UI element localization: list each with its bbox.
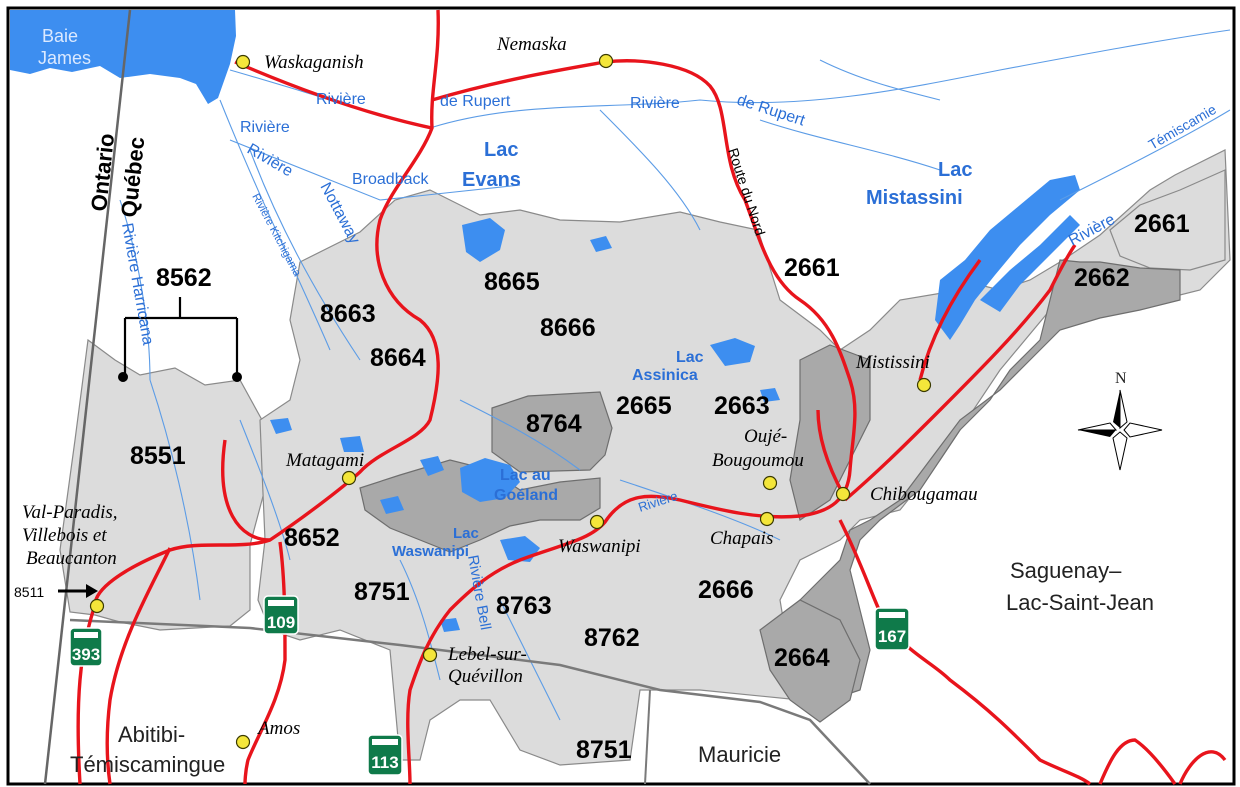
zone-8751-a: 8751 (354, 578, 410, 606)
highway-113-label: 113 (371, 753, 398, 772)
lac-assinica-2: Assinica (632, 367, 698, 384)
highway-shield-393 (69, 627, 103, 667)
zone-8562-bracket (123, 297, 239, 376)
compass-rose (1077, 389, 1163, 471)
town-valparadis-1: Val-Paradis, (22, 502, 118, 523)
highway-shield-113 (367, 734, 403, 776)
zone-2661-a: 2661 (784, 254, 840, 282)
zone-2666: 2666 (698, 576, 754, 604)
baie-james-water (10, 10, 236, 104)
town-valparadis-3: Beaucanton (26, 548, 117, 569)
riviere-rupert-1: Rivière (316, 91, 366, 108)
town-ouje-2: Bougoumou (712, 450, 804, 471)
town-valparadis-2: Villebois et (22, 525, 107, 546)
highway-shield-167 (874, 607, 910, 651)
zone-2661-b: 2661 (1134, 210, 1190, 238)
town-waswanipi: Waswanipi (558, 536, 641, 557)
compass-north-label: N (1115, 370, 1127, 387)
region-saguenay-1: Saguenay– (1010, 558, 1122, 583)
broadback-label: Broadback (352, 171, 429, 188)
riviere-rupert-2: Rivière (630, 95, 680, 112)
zone-2663: 2663 (714, 392, 770, 420)
lac-mistassini-1: Lac (938, 159, 972, 181)
zone-2664: 2664 (774, 644, 830, 672)
town-chapais: Chapais (710, 528, 773, 549)
town-lebel-2: Quévillon (448, 666, 523, 687)
zone-8751-b: 8751 (576, 736, 632, 764)
lac-evans-1: Lac (484, 139, 518, 161)
region-mauricie: Mauricie (698, 742, 781, 767)
lac-goeland-1: Lac au (500, 467, 551, 484)
zone-8551: 8551 (130, 442, 186, 470)
town-nemaska: Nemaska (496, 34, 567, 55)
lac-mistassini-2: Mistassini (866, 187, 963, 209)
lakes (270, 175, 1080, 632)
highway-167-label: 167 (878, 627, 906, 646)
town-ouje-1: Oujé- (744, 426, 787, 447)
region-abitibi-1: Abitibi- (118, 722, 185, 747)
de-rupert-1: de Rupert (440, 93, 511, 110)
zone-8664: 8664 (370, 344, 426, 372)
james-label: James (38, 48, 91, 68)
lac-waswanipi-2: Waswanipi (392, 543, 469, 560)
zone-8763: 8763 (496, 592, 552, 620)
riviere-broadback-1: Rivière (240, 119, 290, 136)
zones-dark (359, 259, 1181, 723)
zone-2662: 2662 (1074, 264, 1130, 292)
zone-8663: 8663 (320, 300, 376, 328)
region-saguenay-2: Lac-Saint-Jean (1006, 590, 1154, 615)
highway-109-label: 109 (267, 613, 295, 632)
zone-2665: 2665 (616, 392, 672, 420)
zone-8666: 8666 (540, 314, 596, 342)
zone-8511-arrowhead (86, 584, 98, 598)
lac-assinica-1: Lac (676, 349, 704, 366)
town-lebel-1: Lebel-sur- (447, 644, 527, 665)
town-waskaganish: Waskaganish (264, 52, 364, 73)
town-dots (89, 53, 932, 750)
roads (76, 9, 1227, 786)
zone-8562-marker-west (118, 372, 128, 382)
zone-8562: 8562 (156, 264, 212, 292)
baie-label: Baie (42, 26, 78, 46)
town-chibougamau: Chibougamau (870, 484, 978, 505)
town-amos: Amos (256, 718, 300, 739)
region-abitibi-2: Témiscamingue (70, 752, 225, 777)
town-mistissini: Mistissini (855, 352, 930, 373)
zone-8562-marker-east (232, 372, 242, 382)
highway-393-label: 393 (72, 645, 100, 664)
lac-evans-2: Evans (462, 169, 521, 191)
zone-8652: 8652 (284, 524, 340, 552)
zone-8762: 8762 (584, 624, 640, 652)
highway-shield-109 (263, 595, 299, 635)
lac-waswanipi-1: Lac (453, 525, 479, 542)
zone-8764: 8764 (526, 410, 582, 438)
town-matagami: Matagami (285, 450, 364, 471)
lac-goeland-2: Goéland (494, 487, 558, 504)
zone-8511: 8511 (14, 584, 44, 600)
zone-8665: 8665 (484, 268, 540, 296)
